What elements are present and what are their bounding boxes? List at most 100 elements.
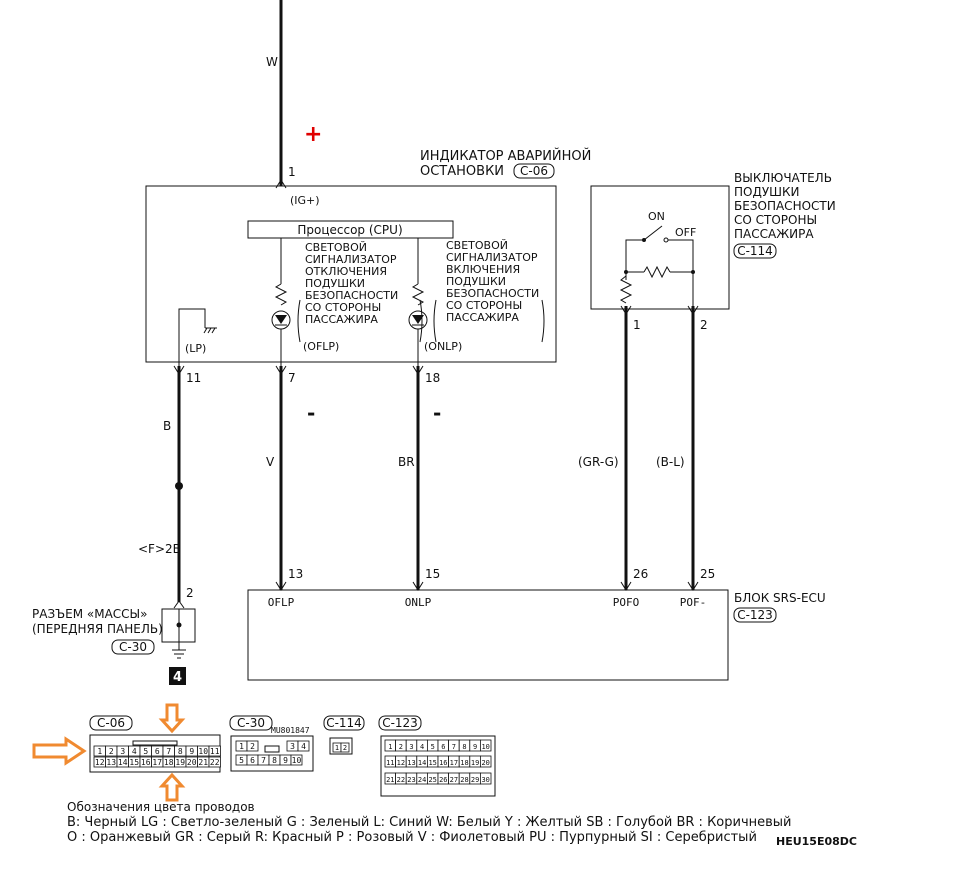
ecu-pin-25: 25 xyxy=(700,567,715,581)
wire-b-label: B xyxy=(163,419,171,433)
connector-pin-number: 17 xyxy=(152,758,162,767)
ground-connector-badge xyxy=(111,639,155,655)
connector-pin-number: 14 xyxy=(118,758,128,767)
connector-pin-number: 16 xyxy=(141,758,151,767)
orange-arrow-up xyxy=(158,772,186,802)
connector-pin-number: 7 xyxy=(261,756,266,765)
ecu-pin-26: 26 xyxy=(633,567,648,581)
connector-pin-number: 9 xyxy=(283,756,288,765)
connector-pin-number: 19 xyxy=(471,759,479,767)
plus-sign: + xyxy=(304,122,322,147)
connector-pin-number: 27 xyxy=(450,776,458,784)
lamp-on-line: ПАССАЖИРА xyxy=(446,311,519,324)
minus-sign-onlp: - xyxy=(433,401,441,425)
connector-pin-number: 28 xyxy=(460,776,468,784)
connector-pin-number: 12 xyxy=(95,758,105,767)
wire-b-l-label: (B-L) xyxy=(656,455,685,469)
connector-pin-number: 8 xyxy=(272,756,277,765)
connector-pin-number: 13 xyxy=(407,759,415,767)
indicator-title-line1: ИНДИКАТОР АВАРИЙНОЙ xyxy=(420,148,591,164)
passenger-airbag-switch: ВЫКЛЮЧАТЕЛЬ ПОДУШКИ БЕЗОПАСНОСТИ СО СТОР… xyxy=(590,171,836,332)
legend-line-2: O : Оранжевый GR : Серый R: Красный P : … xyxy=(67,830,757,845)
switch-pin-1: 1 xyxy=(633,318,641,332)
connector-pin-number: 4 xyxy=(301,742,306,751)
srs-ecu: 13 15 26 25 OFLP ONLP POFO POF- БЛОК SRS… xyxy=(247,567,826,681)
ground-connector: 2 РАЗЪЕМ «МАССЫ» (ПЕРЕДНЯЯ ПАНЕЛЬ) C-30 … xyxy=(32,586,196,685)
connector-pin-number: 6 xyxy=(250,756,255,765)
connector-pin-number: 2 xyxy=(399,743,403,751)
connector-pin-cell xyxy=(479,755,492,768)
connector-pin-cell xyxy=(208,756,221,768)
connector-pin-number: 15 xyxy=(428,759,436,767)
ground-badge-number: 4 xyxy=(173,670,182,685)
connector-pin-number: 17 xyxy=(450,759,458,767)
connector-pin-number: 8 xyxy=(462,743,466,751)
indicator-title-line2: ОСТАНОВКИ xyxy=(420,164,504,179)
ecu-pin-15: 15 xyxy=(425,567,440,581)
orange-arrow-right xyxy=(32,736,87,766)
legend-title: Обозначения цвета проводов xyxy=(67,800,255,814)
connector-pin-number: 21 xyxy=(198,758,208,767)
connector-pin-number: 6 xyxy=(155,747,160,756)
connector-pin-number: 3 xyxy=(409,743,413,751)
connector-pin-number: 10 xyxy=(198,747,208,756)
wire-f2b-label: <F>2B xyxy=(138,542,181,556)
lamp-on-line: СИГНАЛИЗАТОР xyxy=(446,251,538,264)
connector-pin-number: 3 xyxy=(290,742,295,751)
c123-face xyxy=(380,735,496,797)
pin-1-label: 1 xyxy=(288,165,296,179)
switch-title-line: ПОДУШКИ xyxy=(734,185,799,199)
c30-part-number: MU801847 xyxy=(271,726,310,735)
ground-connector-label: C-30 xyxy=(119,640,147,654)
connector-pin-number: 11 xyxy=(386,759,394,767)
lamp-off-line: СИГНАЛИЗАТОР xyxy=(305,253,397,266)
connector-pin-number: 20 xyxy=(187,758,197,767)
switch-title-line: ВЫКЛЮЧАТЕЛЬ xyxy=(734,171,832,185)
connector-pin-number: 11 xyxy=(210,747,220,756)
connector-pin-number: 9 xyxy=(473,743,477,751)
connector-pin-number: 2 xyxy=(343,744,347,752)
oflp-label: (OFLP) xyxy=(303,340,339,353)
ig-label: (IG+) xyxy=(290,194,320,207)
lamp-off-line: СО СТОРОНЫ xyxy=(305,301,381,314)
connector-pin-number: 29 xyxy=(471,776,479,784)
connector-pin-number: 1 xyxy=(335,744,339,752)
c123-label: C-123 xyxy=(382,716,418,730)
wire-color-legend: Обозначения цвета проводов B: Черный LG … xyxy=(67,800,857,848)
diagram-code: HEU15E08DC xyxy=(776,835,857,848)
orange-arrow-down xyxy=(158,703,186,734)
connector-pin-number: 7 xyxy=(166,747,171,756)
connector-pin-number: 7 xyxy=(452,743,456,751)
switch-title-line: ПАССАЖИРА xyxy=(734,227,814,241)
connector-pin-number: 18 xyxy=(460,759,468,767)
lamp-off-line: ОТКЛЮЧЕНИЯ xyxy=(305,265,387,278)
connector-pin-number: 13 xyxy=(106,758,116,767)
ground-title-line1: РАЗЪЕМ «МАССЫ» xyxy=(32,607,147,621)
lamp-on-line: СВЕТОВОЙ xyxy=(446,239,508,252)
connector-pin-number: 21 xyxy=(386,776,394,784)
connector-pin-number: 1 xyxy=(388,743,392,751)
switch-resistor-icon xyxy=(643,265,671,279)
wire-gr-g-label: (GR-G) xyxy=(578,455,619,469)
cpu-box xyxy=(247,220,454,239)
connector-pin-number: 6 xyxy=(441,743,445,751)
pin-11-label: 11 xyxy=(186,371,201,385)
c114-badge xyxy=(323,715,365,731)
wire-w-label: W xyxy=(266,55,278,69)
lamp-off-line: ПАССАЖИРА xyxy=(305,313,378,326)
c06-badge xyxy=(89,715,133,731)
connector-pin-number: 24 xyxy=(418,776,426,784)
wire-br-label: BR xyxy=(398,455,415,469)
lamp-on-text: СВЕТОВОЙ СИГНАЛИЗАТОР ВКЛЮЧЕНИЯ ПОДУШКИ … xyxy=(446,239,539,324)
connector-pin-number: 4 xyxy=(420,743,424,751)
connector-pin-number: 25 xyxy=(428,776,436,784)
connector-pin-number: 1 xyxy=(239,742,244,751)
ecu-pof-label: POF- xyxy=(680,596,707,609)
connector-pin-number: 10 xyxy=(481,743,489,751)
switch-title-line: БЕЗОПАСНОСТИ xyxy=(734,199,836,213)
legend-line-1: B: Черный LG : Светло-зеленый G : Зелены… xyxy=(67,815,792,830)
c30-badge xyxy=(229,715,273,731)
connector-pin-cell xyxy=(340,742,350,753)
